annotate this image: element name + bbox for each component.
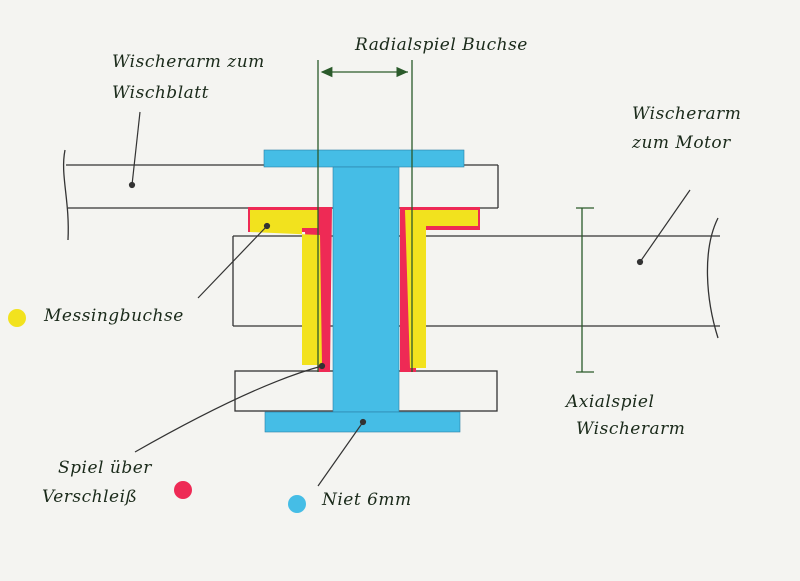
arm-to-blade-label: Wischerarm zum Wischblatt [112,52,265,105]
wear-play-line1: Spiel über [58,458,152,478]
wear-play-line2: Verschleiß [42,487,138,508]
leader-lines [128,111,691,487]
wear-play-label: Spiel über Verschleiß [42,458,152,509]
rivet [263,149,465,433]
rivet-label: Niet 6mm [322,490,412,510]
brass-color-dot [8,309,26,327]
arm-to-motor-line2: zum Motor [632,133,731,154]
arm-to-motor-label: Wischerarm zum Motor [632,104,741,155]
rivet-color-dot [288,495,306,513]
arm-to-blade-line1: Wischerarm zum [112,52,265,72]
axial-play-line1: Axialspiel [566,392,655,412]
arm-to-blade-line2: Wischblatt [112,83,209,104]
radial-play-dimension [317,60,413,372]
axial-play-line2: Wischerarm [576,419,686,440]
brass-bushing-label: Messingbuchse [44,306,184,326]
radial-play-label: Radialspiel Buchse [355,35,528,55]
arm-to-motor-line1: Wischerarm [632,104,742,124]
axial-play-dimension [576,207,594,373]
brass-bushing [250,210,478,368]
wear-play-color-dot [174,481,192,499]
axial-play-label: Axialspiel Wischerarm [566,392,685,441]
